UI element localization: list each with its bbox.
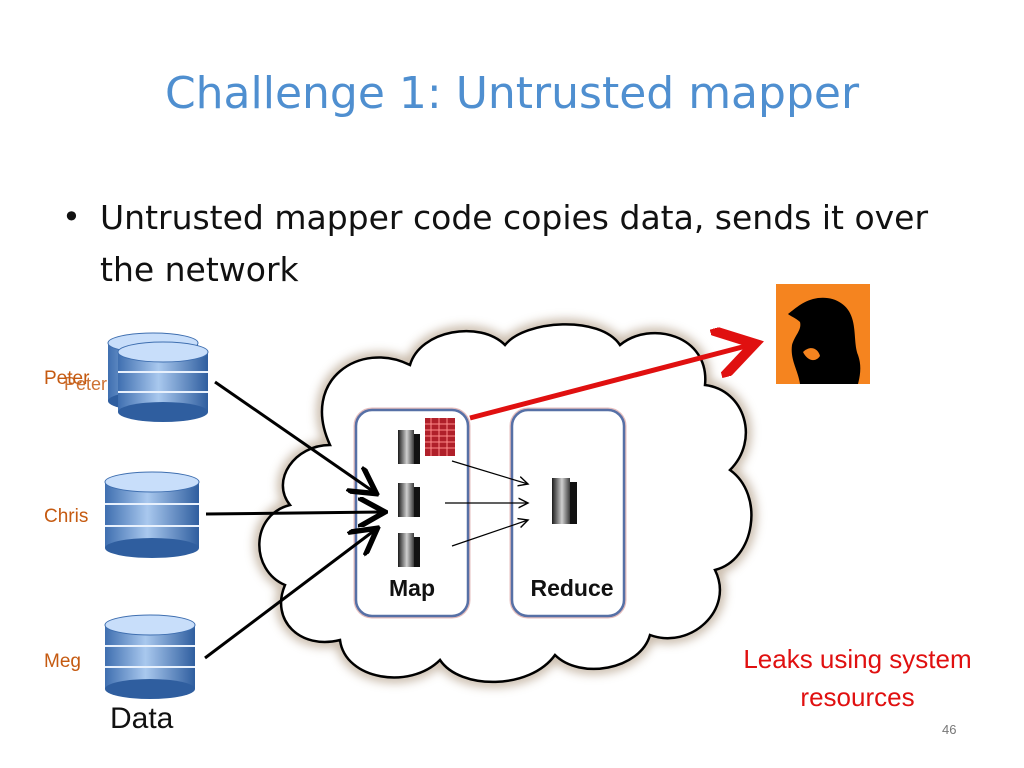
leak-caption: Leaks using system resources <box>715 640 1000 716</box>
database-icon <box>107 332 209 422</box>
leak-caption-line1: Leaks using system <box>743 644 972 674</box>
data-arrow <box>214 380 374 492</box>
leak-arrow <box>469 345 750 421</box>
page-number: 46 <box>942 722 957 737</box>
malware-icon <box>425 418 455 456</box>
attacker-icon <box>776 284 870 384</box>
server-icon <box>398 483 420 517</box>
server-icon <box>398 533 420 567</box>
data-label: Data <box>110 702 174 735</box>
user-label-chris: Chris <box>44 506 89 527</box>
shuffle-arrow <box>451 520 528 547</box>
data-arrow <box>205 512 382 514</box>
user-label-peter: Peter <box>44 368 90 389</box>
user-label-peter-overlap: Peter <box>64 374 108 394</box>
server-icon <box>552 478 577 524</box>
database-icon <box>104 614 196 699</box>
slide-title: Challenge 1: Untrusted mapper <box>164 68 860 119</box>
data-arrow <box>204 530 375 660</box>
shuffle-arrow <box>451 460 528 484</box>
reduce-label: Reduce <box>530 575 614 601</box>
user-label-meg: Meg <box>44 651 81 672</box>
database-icon <box>104 471 200 558</box>
bullet-dot: • <box>62 198 81 236</box>
leak-caption-line2: resources <box>800 682 915 712</box>
server-icon <box>398 430 420 464</box>
map-label: Map <box>389 575 435 601</box>
bullet-text: Untrusted mapper code copies data, sends… <box>100 198 929 289</box>
